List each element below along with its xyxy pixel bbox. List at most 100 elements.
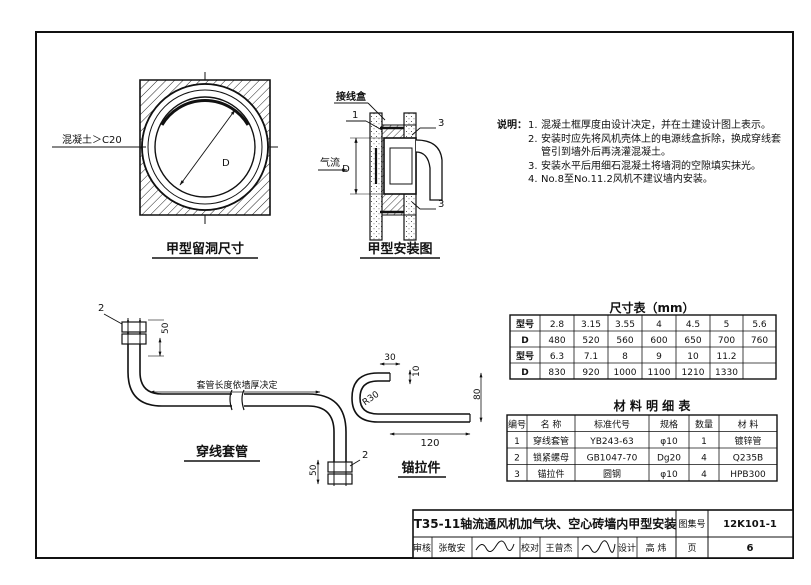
- size-table-cell: 520: [582, 336, 599, 346]
- notes-lead: 说明：: [497, 120, 527, 131]
- material-table-cell: GB1047-70: [587, 454, 638, 464]
- material-table-cell: 锁紧螺母: [533, 452, 569, 464]
- checker-name: 王曾杰: [545, 542, 572, 554]
- conduit-drawing: 50 50 2 2 套管长度依墙厚决定 穿线套管: [98, 303, 368, 486]
- material-table-cell: YB243-63: [589, 437, 634, 447]
- hole-dim-label: D: [222, 158, 230, 169]
- size-table-cell: 560: [616, 336, 633, 346]
- check-label: 校对: [521, 542, 539, 554]
- size-table-cell: 7.1: [584, 352, 598, 362]
- material-table-cell: 4: [701, 470, 707, 480]
- size-table-cell: 4.5: [686, 320, 700, 330]
- design-label: 设计: [618, 542, 636, 554]
- conduit-dim-50-top: 50: [161, 322, 171, 334]
- material-table-cell: 编号: [508, 419, 526, 431]
- size-table-cell: 3.55: [615, 320, 635, 330]
- hole-title: 甲型留洞尺寸: [166, 241, 244, 257]
- sheet-title: T35-11轴流通风机加气块、空心砖墙内甲型安装: [414, 516, 677, 531]
- size-table-cell: 1210: [682, 368, 705, 378]
- size-table-cell: 5: [724, 320, 730, 330]
- size-table-cell: 1100: [648, 368, 671, 378]
- callout-1: 1: [352, 110, 358, 121]
- material-table-cell: 名 称: [541, 419, 562, 431]
- hole-drawing: 混凝土＞C20 D 甲型留洞尺寸: [52, 72, 278, 259]
- anchor-drawing: 30 10 R30 80 120 锚拉件: [351, 353, 483, 478]
- note-item: 1.混凝土框厚度由设计决定，并在土建设计图上表示。: [528, 120, 771, 131]
- anchor-dim-30: 30: [384, 353, 396, 363]
- material-table-cell: 4: [701, 454, 707, 464]
- material-table-cell: 2: [514, 454, 520, 464]
- conduit-callout-2-bottom: 2: [362, 450, 368, 461]
- reviewer-name: 张敬安: [438, 542, 465, 554]
- size-table-cell: 700: [718, 336, 735, 346]
- size-table-cell: 830: [548, 368, 565, 378]
- material-table-cell: 1: [514, 437, 520, 447]
- material-table-cell: 圆钢: [603, 468, 621, 480]
- size-table-cell: 型号: [516, 350, 534, 362]
- size-table-cell: 6.3: [550, 352, 564, 362]
- size-table-cell: 1000: [614, 368, 637, 378]
- install-drawing: D 气流 接线盒 1 3 3 甲型安装图: [318, 90, 444, 259]
- designer-name: 高 炜: [646, 542, 667, 554]
- page-number: 6: [747, 543, 754, 554]
- anchor-dim-10: 10: [412, 365, 422, 377]
- anchor-dim-80: 80: [473, 388, 483, 400]
- size-table-cell: 760: [751, 336, 768, 346]
- title-block: T35-11轴流通风机加气块、空心砖墙内甲型安装 图集号 12K101-1 审核…: [412, 509, 794, 559]
- anchor-radius: R30: [361, 390, 381, 409]
- material-table-cell: 数量: [695, 419, 713, 431]
- anchor-dim-120: 120: [420, 438, 439, 449]
- size-table-cell: 1330: [715, 368, 738, 378]
- conduit-callout-2-top: 2: [98, 303, 104, 314]
- material-table-cell: 锚拉件: [537, 468, 564, 480]
- material-table-cell: 3: [514, 470, 520, 480]
- size-table-cell: 9: [656, 352, 662, 362]
- material-table-cell: HPB300: [730, 470, 766, 480]
- size-table-cell: 8: [622, 352, 628, 362]
- install-dim-label: D: [342, 164, 350, 175]
- atlas-label: 图集号: [678, 518, 705, 530]
- material-table-cell: 穿线套管: [533, 435, 569, 447]
- concrete-label: 混凝土＞C20: [62, 133, 122, 146]
- material-table-cell: 1: [701, 437, 707, 447]
- conduit-dim-50-bottom: 50: [309, 464, 319, 476]
- size-table-cell: 2.8: [550, 320, 565, 330]
- material-table-cell: 规格: [660, 419, 678, 431]
- size-table-cell: 600: [650, 336, 667, 346]
- material-table-cell: φ10: [660, 470, 678, 480]
- material-table-cell: Dg20: [657, 454, 681, 464]
- size-table-title: 尺寸表（mm）: [609, 300, 694, 315]
- size-table-cell: 4: [656, 320, 662, 330]
- note-item: 2.安装时应先将风机壳体上的电源线盒拆除，换成穿线套管引到墙外后再浇灌混凝土。: [528, 133, 781, 159]
- size-table-cell: 480: [548, 336, 565, 346]
- note-item: 3.安装水平后用细石混凝土将墙洞的空隙填实抹光。: [528, 160, 761, 172]
- material-table-cell: Q235B: [733, 454, 763, 464]
- page-label: 页: [687, 543, 696, 554]
- size-table-cell: D: [521, 368, 528, 378]
- material-table-title: 材 料 明 细 表: [613, 398, 692, 413]
- junction-box-label: 接线盒: [336, 90, 367, 103]
- size-table-cell: 3.15: [581, 320, 601, 330]
- material-table-cell: φ10: [660, 437, 678, 447]
- size-table-cell: 10: [687, 352, 699, 362]
- callout-3-top: 3: [438, 118, 444, 129]
- install-title: 甲型安装图: [367, 241, 432, 257]
- reviewer-signature: [475, 540, 515, 552]
- checker-signature: [581, 540, 616, 553]
- conduit-title: 穿线套管: [196, 444, 248, 460]
- material-table-cell: 材 料: [738, 419, 759, 431]
- atlas-number: 12K101-1: [723, 519, 777, 530]
- callout-3-bottom: 3: [438, 199, 444, 210]
- size-table-cell: 920: [582, 368, 599, 378]
- material-table-cell: 镀锌管: [734, 435, 761, 447]
- notes: 说明： 1.混凝土框厚度由设计决定，并在土建设计图上表示。 2.安装时应先将风机…: [497, 119, 787, 187]
- airflow-label: 气流: [320, 156, 340, 169]
- size-table-cell: 型号: [516, 318, 534, 330]
- anchor-title: 锚拉件: [401, 460, 440, 476]
- size-table-cell: 650: [684, 336, 701, 346]
- material-table-cell: 标准代号: [594, 419, 630, 431]
- size-table-cell: D: [521, 336, 528, 346]
- note-item: 4.No.8至No.11.2风机不建议墙内安装。: [528, 174, 713, 185]
